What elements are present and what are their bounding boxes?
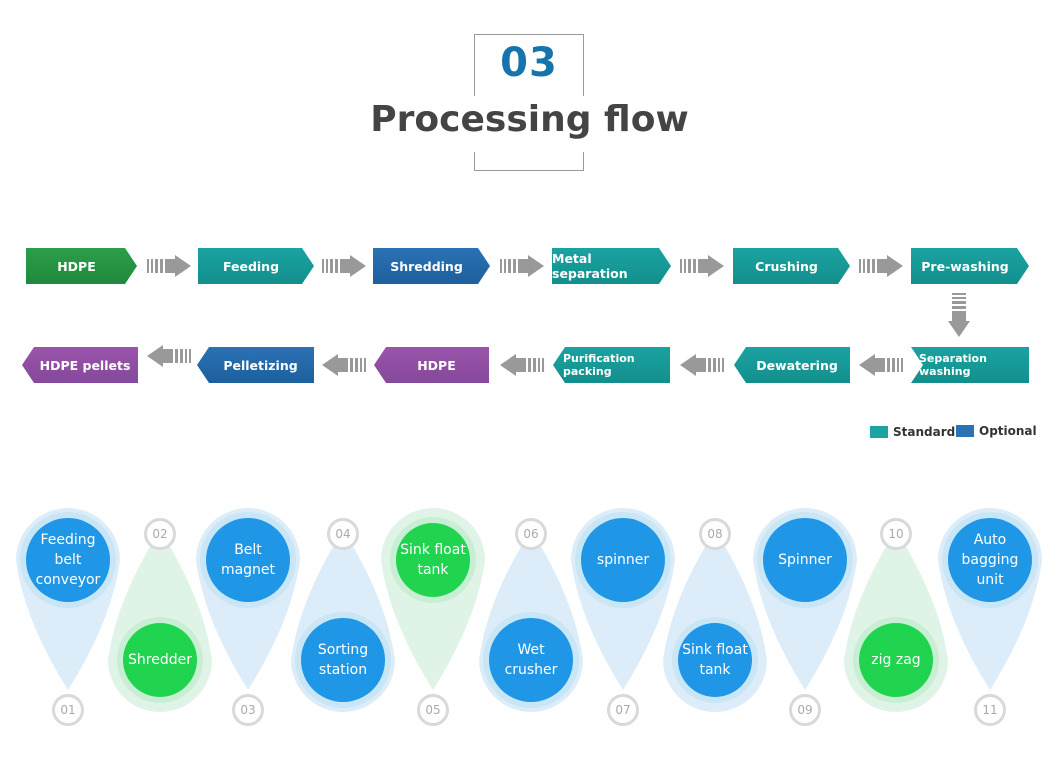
- machine-label: Sorting station: [317, 642, 369, 678]
- flow-arrow-right-icon: [500, 255, 544, 277]
- section-number: 03: [500, 40, 558, 86]
- flow-arrow-left-icon: [680, 354, 724, 376]
- flow-arrow-right-icon: [147, 255, 191, 277]
- flow-step-shredding: Shredding: [373, 248, 490, 284]
- machine-circle: Wet crusher: [489, 618, 573, 702]
- machine-number-badge: 06: [515, 518, 547, 550]
- page-title: Processing flow: [370, 99, 689, 140]
- flow-step-hdpe: HDPE: [374, 347, 489, 383]
- flow-arrow-left-icon: [147, 345, 191, 367]
- machine-number-badge: 05: [417, 694, 449, 726]
- flow-arrow-left-icon: [500, 354, 544, 376]
- machine-circle: zig zag: [859, 623, 933, 697]
- machine-label: Auto bagging unit: [961, 532, 1019, 588]
- flow-arrow-right-icon: [859, 255, 903, 277]
- machine-label: Feeding belt conveyor: [35, 532, 101, 588]
- machine-circle: Sink float tank: [396, 523, 470, 597]
- machine-label: Spinner: [778, 552, 832, 568]
- machine-number-badge: 11: [974, 694, 1006, 726]
- machine-label: Shredder: [128, 652, 192, 668]
- legend-optional-swatch: [956, 425, 974, 437]
- flow-arrow-right-icon: [680, 255, 724, 277]
- flow-step-pre-washing: Pre-washing: [911, 248, 1029, 284]
- flow-step-metal-separation: Metal separation: [552, 248, 671, 284]
- machine-number-badge: 04: [327, 518, 359, 550]
- header-frame-gap: [460, 96, 600, 152]
- machine-number-badge: 07: [607, 694, 639, 726]
- machine-number-badge: 02: [144, 518, 176, 550]
- flow-step-separation-washing: Separation washing: [911, 347, 1029, 383]
- machine-label: Sink float tank: [682, 642, 748, 678]
- machine-circle: Feeding belt conveyor: [26, 518, 110, 602]
- machine-number-badge: 03: [232, 694, 264, 726]
- flow-step-hdpe-input: HDPE: [26, 248, 137, 284]
- machine-circle: spinner: [581, 518, 665, 602]
- machine-label: Wet crusher: [504, 642, 558, 678]
- legend-standard-swatch: [870, 426, 888, 438]
- machine-circle: Sorting station: [301, 618, 385, 702]
- machine-number-badge: 08: [699, 518, 731, 550]
- flow-step-purification-packing: Purification packing: [553, 347, 670, 383]
- flow-step-pelletizing: Pelletizing: [197, 347, 314, 383]
- machine-circle: Sink float tank: [678, 623, 752, 697]
- flow-arrow-left-icon: [322, 354, 366, 376]
- machine-label: zig zag: [871, 652, 921, 668]
- machine-label: spinner: [596, 552, 650, 568]
- machine-number-badge: 10: [880, 518, 912, 550]
- machine-circle: Shredder: [123, 623, 197, 697]
- machine-circle: Spinner: [763, 518, 847, 602]
- machine-circle: Belt magnet: [206, 518, 290, 602]
- machine-number-badge: 01: [52, 694, 84, 726]
- flow-arrow-right-icon: [322, 255, 366, 277]
- flow-step-hdpe-pellets: HDPE pellets: [22, 347, 138, 383]
- machine-circle: Auto bagging unit: [948, 518, 1032, 602]
- flow-step-dewatering: Dewatering: [734, 347, 850, 383]
- flow-step-crushing: Crushing: [733, 248, 850, 284]
- flow-arrow-left-icon: [859, 354, 903, 376]
- machine-label: Sink float tank: [400, 542, 466, 578]
- flow-step-feeding: Feeding: [198, 248, 314, 284]
- machine-label: Belt magnet: [220, 542, 276, 578]
- legend-standard-label: Standard: [893, 425, 956, 439]
- flow-arrow-down-icon: [948, 293, 970, 337]
- legend-optional-label: Optional: [979, 424, 1037, 438]
- machine-number-badge: 09: [789, 694, 821, 726]
